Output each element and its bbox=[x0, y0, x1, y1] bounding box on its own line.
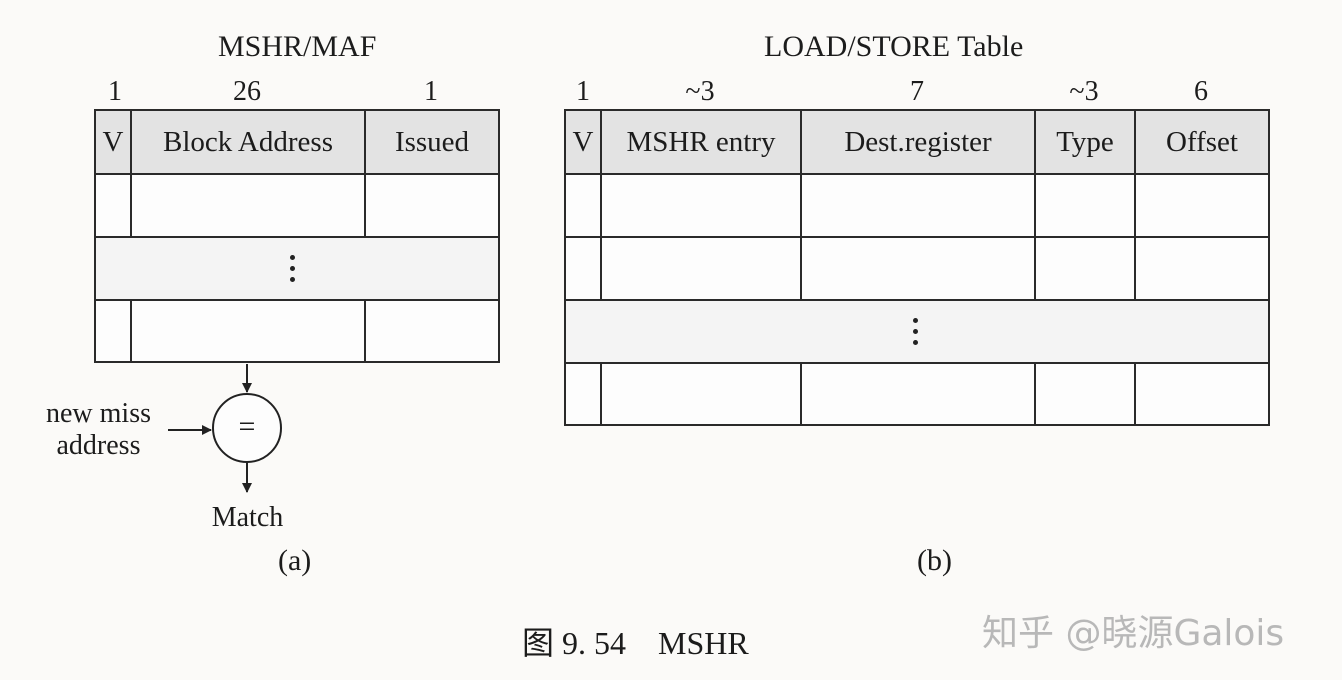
right-diagram-title: LOAD/STORE Table bbox=[764, 30, 1024, 63]
table-cell bbox=[802, 175, 1036, 236]
column-header-dest-register: Dest.register bbox=[802, 111, 1036, 173]
table-row bbox=[566, 175, 1268, 238]
figure-caption: 图 9. 54 MSHR bbox=[522, 625, 749, 661]
left-width-label-v: 1 bbox=[108, 76, 122, 107]
table-cell bbox=[132, 301, 366, 361]
comparator-diagram bbox=[168, 364, 282, 493]
right-width-label-offset: 6 bbox=[1194, 76, 1208, 107]
column-header-v: V bbox=[96, 111, 132, 173]
table-cell bbox=[602, 175, 802, 236]
match-label: Match bbox=[211, 502, 284, 533]
table-cell bbox=[132, 175, 366, 236]
table-cell bbox=[96, 175, 132, 236]
table-cell bbox=[1136, 175, 1268, 236]
caption-b: (b) bbox=[917, 544, 952, 577]
watermark-text: 知乎 @晓源Galois bbox=[982, 613, 1285, 654]
left-diagram-title: MSHR/MAF bbox=[218, 30, 377, 63]
table-cell bbox=[802, 364, 1036, 424]
ellipsis-row bbox=[566, 301, 1268, 364]
column-header-v: V bbox=[566, 111, 602, 173]
table-cell bbox=[566, 175, 602, 236]
mshr-maf-table: V Block Address Issued bbox=[94, 109, 500, 363]
right-width-label-mshr-entry: ~3 bbox=[685, 76, 715, 107]
table-cell bbox=[1036, 364, 1136, 424]
address-label: address bbox=[56, 430, 141, 461]
column-header-mshr-entry: MSHR entry bbox=[602, 111, 802, 173]
table-header-row: V Block Address Issued bbox=[96, 111, 498, 175]
table-cell bbox=[1136, 238, 1268, 299]
table-row bbox=[96, 175, 498, 238]
left-width-label-issued: 1 bbox=[424, 76, 438, 107]
table-cell bbox=[602, 364, 802, 424]
table-row bbox=[566, 364, 1268, 424]
caption-a: (a) bbox=[278, 544, 312, 577]
table-cell bbox=[96, 301, 132, 361]
table-header-row: V MSHR entry Dest.register Type Offset bbox=[566, 111, 1268, 175]
table-cell bbox=[566, 238, 602, 299]
vertical-ellipsis-icon bbox=[86, 238, 498, 299]
column-header-offset: Offset bbox=[1166, 125, 1238, 158]
ellipsis-row bbox=[96, 238, 498, 301]
comparator-symbol: = bbox=[238, 410, 256, 443]
right-width-label-type: ~3 bbox=[1069, 76, 1099, 107]
left-width-label-block-address: 26 bbox=[233, 76, 261, 107]
table-cell bbox=[602, 238, 802, 299]
table-row bbox=[96, 301, 498, 361]
right-width-label-dest-register: 7 bbox=[910, 76, 924, 107]
right-width-label-v: 1 bbox=[576, 76, 590, 107]
column-header-type: Type bbox=[1036, 111, 1136, 173]
table-cell bbox=[1136, 364, 1268, 424]
table-row bbox=[566, 238, 1268, 301]
new-miss-label: new miss bbox=[46, 398, 151, 429]
table-cell bbox=[566, 364, 602, 424]
column-header-block-address: Block Address bbox=[132, 111, 366, 173]
new-miss-address-label: new miss address bbox=[36, 398, 161, 462]
vertical-ellipsis-icon bbox=[562, 301, 1268, 362]
table-cell bbox=[802, 238, 1036, 299]
column-header-issued: Issued bbox=[394, 125, 470, 158]
table-cell bbox=[1036, 238, 1136, 299]
table-cell bbox=[1036, 175, 1136, 236]
load-store-table: V MSHR entry Dest.register Type Offset bbox=[564, 109, 1270, 426]
